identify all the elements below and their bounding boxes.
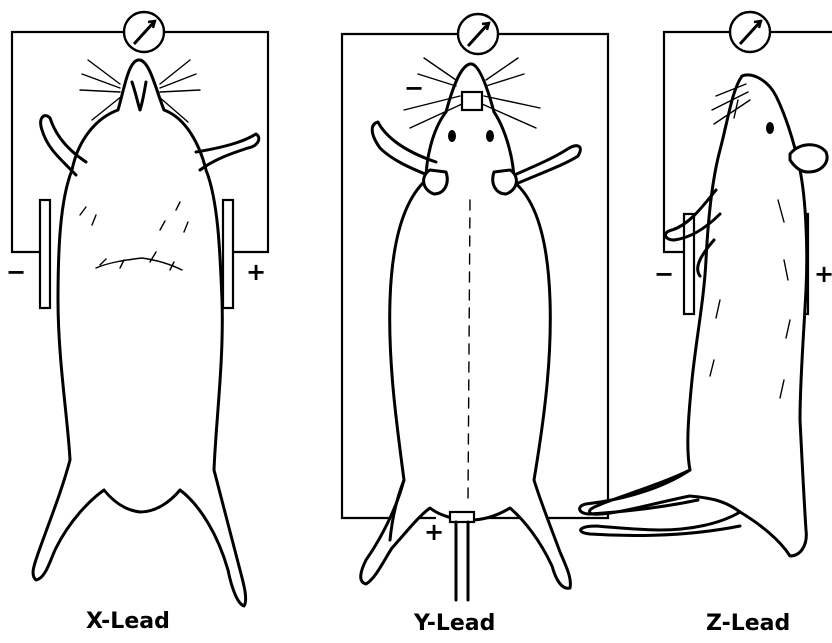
z-lead-left-electrode	[684, 214, 694, 314]
x-lead-panel: − + X-Lead	[6, 12, 268, 634]
galvanometer-icon	[730, 12, 770, 52]
y-lead-top-sign: −	[404, 74, 424, 102]
z-lead-caption: Z-Lead	[706, 611, 790, 636]
rat-lateral-z	[580, 75, 827, 556]
z-lead-panel: − + Z-Lead	[580, 12, 832, 636]
x-lead-left-sign: −	[6, 258, 26, 286]
y-lead-panel: − + Y-Lead	[342, 14, 608, 636]
galvanometer-icon	[124, 12, 164, 52]
z-lead-left-sign: −	[654, 260, 674, 288]
z-lead-right-sign: +	[814, 260, 832, 288]
rat-supine-x	[33, 60, 259, 606]
rat-supine-y	[361, 58, 581, 600]
x-lead-caption: X-Lead	[86, 609, 170, 634]
x-lead-right-sign: +	[246, 258, 266, 286]
x-lead-right-electrode	[223, 200, 233, 308]
y-lead-tail-electrode	[450, 512, 474, 522]
y-lead-bottom-sign: +	[424, 518, 444, 546]
galvanometer-icon	[458, 14, 498, 54]
y-lead-caption: Y-Lead	[413, 611, 495, 636]
y-lead-head-electrode	[462, 92, 482, 110]
x-lead-left-electrode	[40, 200, 50, 308]
